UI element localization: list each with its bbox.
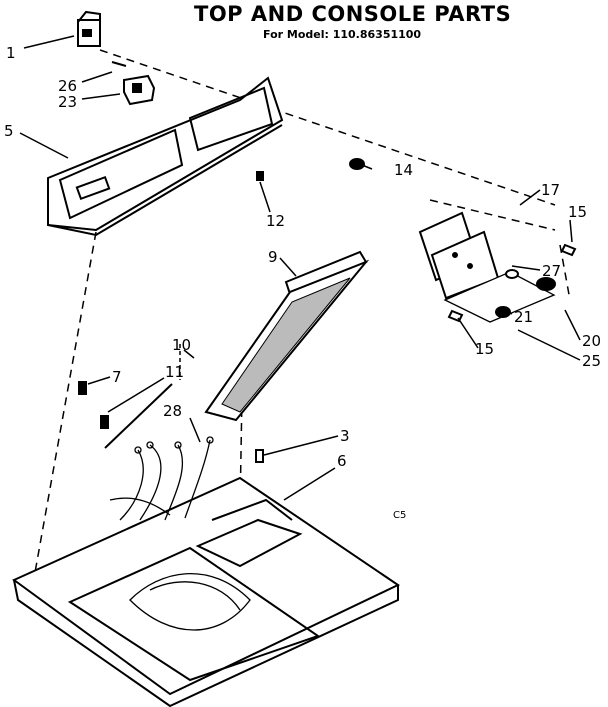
callout-26: 26 [58,77,77,95]
page-title: TOP AND CONSOLE PARTS [194,2,512,26]
callout-20: 20 [582,332,601,350]
callout-27: 27 [542,262,561,280]
callout-17: 17 [541,181,560,199]
callout-28: 28 [163,402,182,420]
switch-icon [77,10,101,47]
callout-11: 11 [165,363,184,381]
callout-6: 6 [337,452,347,470]
callout-5: 5 [4,122,14,140]
callout-21: 21 [514,308,533,326]
mounting-bracket-icon [111,61,156,106]
callout-10: 10 [172,336,191,354]
filter-panel-icon [204,250,370,422]
callout-9: 9 [268,248,278,266]
callout-25: 25 [582,352,601,370]
callout-15-right: 15 [568,203,587,221]
callout-23: 23 [58,93,77,111]
callout-3: 3 [340,427,350,445]
callout-arrows [19,35,581,501]
control-plate-icon [418,211,556,323]
console-panel-icon [47,76,284,237]
diagram-code: C5 [393,510,407,521]
wire-harness-icon [109,436,251,631]
callout-7: 7 [112,368,122,386]
callout-15-bottom: 15 [475,340,494,358]
callout-14: 14 [394,161,413,179]
callout-1: 1 [6,44,16,62]
model-subtitle: For Model: 110.86351100 [263,28,422,41]
callout-12: 12 [266,212,285,230]
